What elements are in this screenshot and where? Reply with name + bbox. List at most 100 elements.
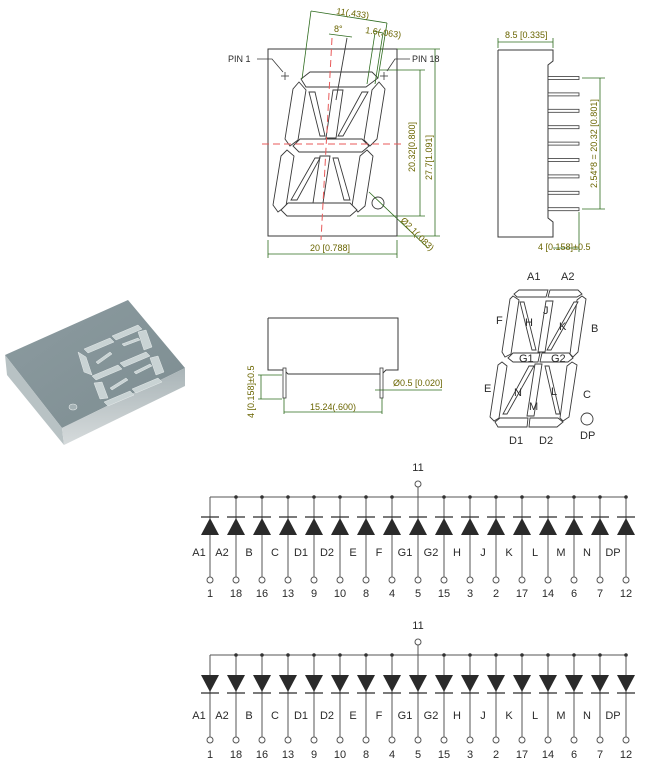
pin-number: 2: [493, 749, 499, 761]
segment-label: C: [271, 710, 279, 722]
junction-dot: [390, 653, 394, 657]
photo-front-face: [62, 368, 185, 445]
map-label-dp: DP: [580, 430, 595, 442]
diode-m: M6: [556, 495, 583, 600]
diode-symbol: [201, 675, 219, 692]
diode-symbol: [253, 518, 271, 535]
diode-symbol: [513, 675, 531, 692]
pin-span-dim: 2.54*8 = 20.32 [0.801]: [589, 99, 599, 188]
pin-number: 10: [334, 749, 346, 761]
front-seg-f: [284, 81, 307, 147]
diode-h: H3: [453, 653, 479, 761]
diode-k: K17: [505, 495, 531, 600]
pin-number: 18: [230, 588, 242, 600]
diode-symbol: [435, 675, 453, 692]
pin-number: 13: [282, 588, 294, 600]
pin-number: 16: [256, 588, 268, 600]
junction-dot: [234, 495, 238, 499]
pin-terminal: [492, 736, 500, 744]
diode-b: B16: [245, 495, 271, 600]
map-label-l: L: [551, 386, 557, 398]
pin-terminal: [336, 576, 344, 584]
pin-number: 12: [620, 588, 632, 600]
junction-dot: [494, 495, 498, 499]
pin-terminal: [544, 736, 552, 744]
map-label-a1: A1: [527, 271, 540, 283]
junction-dot: [520, 653, 524, 657]
segment-label: G1: [398, 710, 413, 722]
pin-terminal: [414, 576, 422, 584]
pin-number: 17: [516, 588, 528, 600]
pin-terminal: [440, 576, 448, 584]
map-seg-n: [502, 365, 535, 415]
segment-label: A2: [215, 710, 228, 722]
diode-symbol: [227, 675, 245, 692]
side-pin: [547, 174, 580, 179]
pin-number: 9: [311, 588, 317, 600]
map-seg-f: [501, 295, 520, 358]
pin-number: 9: [311, 749, 317, 761]
common-pin-number: 11: [412, 462, 423, 474]
junction-dot: [286, 653, 290, 657]
diode-symbol: [409, 518, 427, 535]
diode-l: L14: [532, 653, 557, 761]
pin-terminal: [492, 576, 500, 584]
junction-dot: [312, 495, 316, 499]
pin-number: 13: [282, 749, 294, 761]
segment-label: J: [480, 710, 486, 722]
pin-number: 6: [571, 749, 577, 761]
map-label-d1: D1: [509, 435, 523, 447]
diode-f: F4: [376, 495, 401, 600]
diode-l: L14: [532, 495, 557, 600]
junction-dot: [468, 653, 472, 657]
pin-number: 1: [207, 749, 213, 761]
diode-symbol: [279, 518, 297, 535]
diode-f: F4: [376, 653, 401, 761]
pin-terminal: [310, 576, 318, 584]
map-label-g1: G1: [519, 353, 534, 365]
bottom-pin-length-dim: 4 [0.158]±0.5: [246, 366, 256, 418]
junction-dot: [338, 653, 342, 657]
map-label-k: K: [559, 321, 567, 333]
front-seg-e: [272, 149, 295, 213]
diode-symbol: [617, 675, 635, 692]
diode-e: E8: [349, 495, 375, 600]
circuit-common-cathode: 11A11A218B16C13D19D210E8F4G15G215H3J2K17…: [192, 620, 635, 761]
pin-number: 14: [542, 588, 554, 600]
diode-symbol: [617, 518, 635, 535]
map-seg-g2: [539, 352, 574, 363]
segment-label: A1: [192, 547, 205, 559]
junction-dot: [442, 653, 446, 657]
pin-number: 3: [467, 749, 473, 761]
side-pin-length-dim: 4 [0.158]±0.5: [538, 242, 590, 252]
side-pin: [547, 125, 580, 130]
pin-terminal: [362, 576, 370, 584]
segment-label: E: [349, 547, 356, 559]
pin-number: 16: [256, 749, 268, 761]
body-height-dim: 27.7[1.091]: [424, 135, 434, 180]
diode-n: N7: [583, 495, 609, 600]
pin-number: 15: [438, 588, 450, 600]
front-seg-j: [325, 89, 344, 139]
junction-dot: [338, 495, 342, 499]
map-seg-m: [526, 363, 543, 417]
map-label-h: H: [525, 317, 533, 329]
common-pin-number: 11: [412, 620, 423, 632]
pin-terminal: [596, 576, 604, 584]
diode-j: J2: [480, 495, 505, 600]
pin-terminal: [284, 576, 292, 584]
pin-number: 1: [207, 588, 213, 600]
circuit-common-anode: 11A11A218B16C13D19D210E8F4G15G215H3J2K17…: [192, 462, 635, 600]
pin-terminal: [232, 736, 240, 744]
diode-symbol: [591, 675, 609, 692]
map-label-d2: D2: [539, 435, 553, 447]
pin-terminal: [206, 736, 214, 744]
segment-label: H: [453, 547, 461, 559]
pin-terminal: [414, 736, 422, 744]
diode-d1: D19: [294, 495, 323, 600]
segment-label: N: [583, 547, 591, 559]
map-seg-e: [489, 361, 508, 422]
pin-number: 4: [389, 588, 395, 600]
